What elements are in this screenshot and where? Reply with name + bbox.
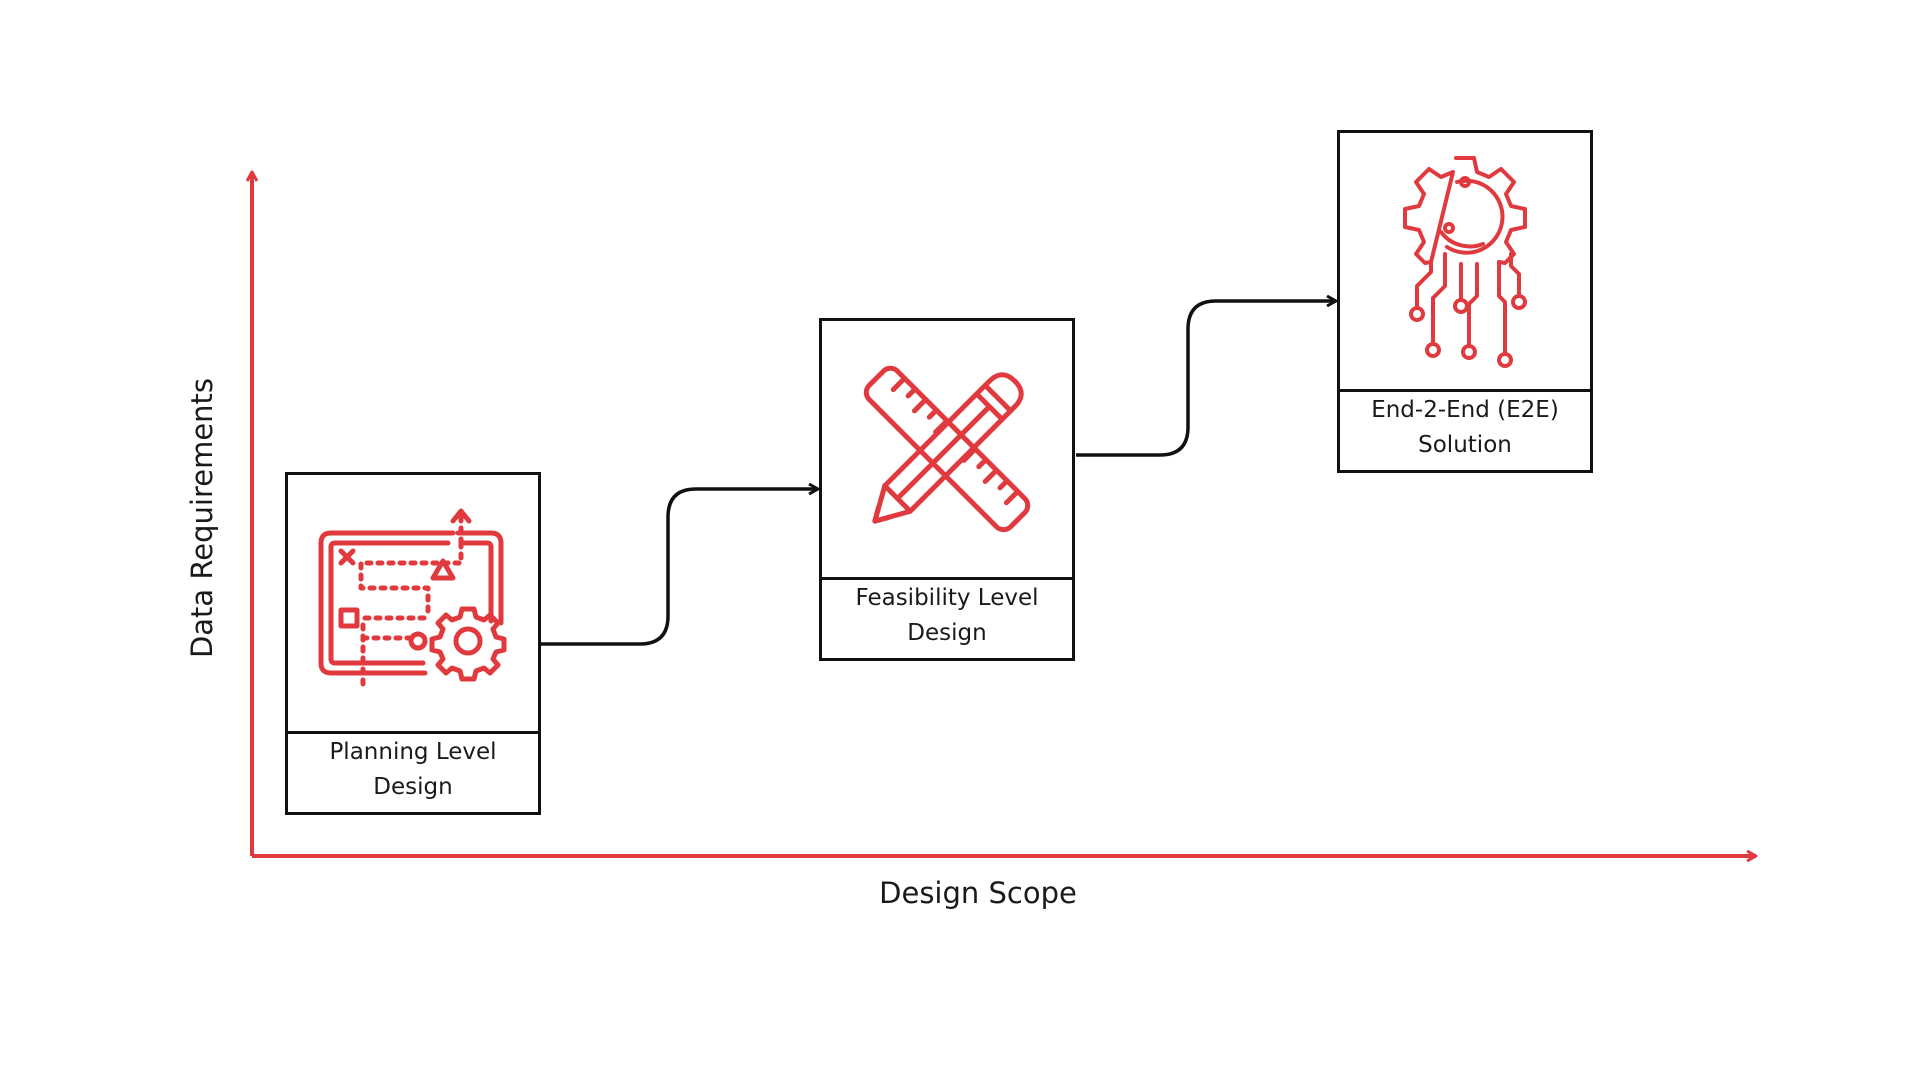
- roadmap-gear-icon: [318, 508, 507, 691]
- stage-label: Feasibility Level Design: [855, 585, 1039, 646]
- pencil-ruler-icon: [863, 365, 1031, 533]
- gear-circuit-icon: [1403, 156, 1527, 368]
- connector-feasibility-to-e2e: [1076, 301, 1336, 457]
- stage-card-planning: Planning Level Design: [285, 472, 541, 815]
- connector-planning-to-feasibility: [540, 489, 818, 646]
- stage-icon-area: [1340, 133, 1590, 392]
- stage-label: Planning Level Design: [329, 739, 497, 800]
- x-axis-label: Design Scope: [879, 876, 1077, 910]
- stage-card-feasibility: Feasibility Level Design: [819, 318, 1075, 661]
- y-axis-label: Data Requirements: [185, 377, 219, 659]
- stage-icon-area: [288, 475, 538, 734]
- stage-icon-area: [822, 321, 1072, 580]
- stage-card-e2e: End-2-End (E2E) Solution: [1337, 130, 1593, 473]
- stage-label: End-2-End (E2E) Solution: [1371, 397, 1559, 458]
